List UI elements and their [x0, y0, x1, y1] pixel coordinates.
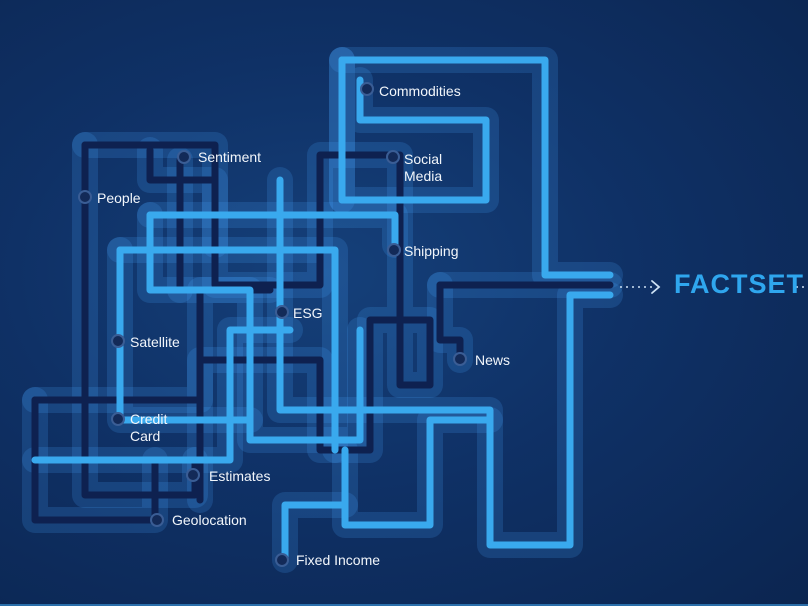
station-dot-icon	[177, 150, 191, 164]
light-line-7	[31, 326, 294, 464]
node-shipping: Shipping	[387, 243, 459, 259]
station-dot-icon	[150, 513, 164, 527]
light-line-3	[146, 211, 399, 249]
light-line-1	[338, 56, 614, 279]
node-satellite: Satellite	[111, 334, 180, 350]
arrow-chevron-icon	[651, 280, 661, 294]
node-label-geolocation: Geolocation	[172, 512, 247, 528]
light-line-6	[116, 246, 339, 454]
node-label-line: Media	[404, 168, 442, 184]
bottom-divider	[0, 604, 808, 606]
station-dot-icon	[78, 190, 92, 204]
station-dot-icon	[111, 412, 125, 426]
node-label-news: News	[475, 352, 510, 368]
node-label-line: Fixed Income	[296, 552, 380, 568]
node-label-line: People	[97, 190, 141, 206]
node-sentiment: Sentiment	[177, 149, 261, 165]
node-label-commodities: Commodities	[379, 83, 461, 99]
node-estimates: Estimates	[186, 468, 270, 484]
node-label-shipping: Shipping	[404, 243, 459, 259]
station-dot-icon	[386, 150, 400, 164]
node-label-line: Card	[130, 428, 160, 444]
station-dot-icon	[453, 352, 467, 366]
node-label-line: Sentiment	[198, 149, 261, 165]
node-label-line: Commodities	[379, 83, 461, 99]
node-label-line: Satellite	[130, 334, 180, 350]
node-label-line: Social	[404, 151, 442, 167]
node-label-line: Shipping	[404, 243, 459, 259]
station-dot-icon	[275, 305, 289, 319]
node-geolocation: Geolocation	[150, 512, 247, 528]
node-label-line: Credit	[130, 411, 167, 427]
node-label-line: ESG	[293, 305, 323, 321]
node-news: News	[453, 352, 510, 368]
station-dot-icon	[111, 334, 125, 348]
node-label-line: Geolocation	[172, 512, 247, 528]
node-label-people: People	[97, 190, 141, 206]
node-people: People	[78, 190, 141, 206]
node-label-line: Estimates	[209, 468, 270, 484]
node-label-estimates: Estimates	[209, 468, 270, 484]
dark-line-5	[436, 281, 464, 364]
station-dot-icon	[360, 82, 374, 96]
light-line-8	[341, 416, 494, 529]
node-label-fixed-income: Fixed Income	[296, 552, 380, 568]
node-label-line: News	[475, 352, 510, 368]
factset-arrow	[620, 280, 808, 294]
node-label-sentiment: Sentiment	[198, 149, 261, 165]
station-dot-icon	[275, 553, 289, 567]
dark-line-1	[81, 141, 434, 504]
station-dot-icon	[186, 468, 200, 482]
node-fixed-income: Fixed Income	[275, 552, 380, 568]
node-commodities: Commodities	[360, 82, 461, 99]
light-line-4	[276, 176, 614, 549]
light-line-9	[281, 501, 349, 564]
station-dot-icon	[387, 243, 401, 257]
factset-logo: FACTSET	[674, 269, 805, 299]
node-label-satellite: Satellite	[130, 334, 180, 350]
node-label-esg: ESG	[293, 305, 323, 321]
node-esg: ESG	[275, 305, 323, 321]
light-line-2	[146, 211, 364, 444]
